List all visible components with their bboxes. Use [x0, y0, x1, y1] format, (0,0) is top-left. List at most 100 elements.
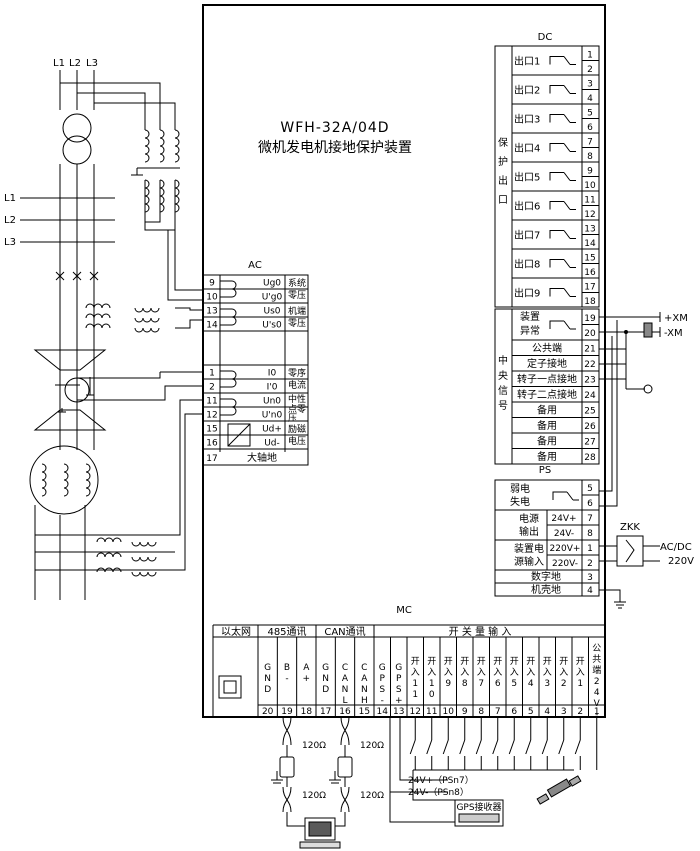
- res-120-label: 120Ω: [302, 741, 326, 751]
- xm-plus-label: +XM: [664, 313, 688, 324]
- mc-terminal-number: 13: [393, 707, 404, 717]
- wire-path: [77, 385, 203, 401]
- mc-col-char: 入: [559, 667, 568, 678]
- relay-contact-icon: [549, 172, 576, 181]
- dc-signal-label: 备用: [537, 435, 557, 448]
- dc-output-label: 出口4: [514, 142, 540, 155]
- wire-path: [335, 812, 346, 827]
- mc-terminal-number: 18: [301, 707, 313, 717]
- vertical-char: 信: [498, 385, 508, 397]
- mc-terminal-number: 11: [426, 707, 437, 717]
- mc-col-char: A: [342, 674, 349, 684]
- ct-coil-icon: [134, 317, 160, 323]
- can-twisted-pair: [340, 716, 350, 746]
- relay-contact-icon: [549, 201, 576, 210]
- res-120-label: 120Ω: [302, 791, 326, 801]
- ac-signal-label: Us0: [263, 307, 280, 317]
- generator-icon: [29, 445, 99, 515]
- mc-col-char: C: [342, 663, 348, 673]
- mc-col-char: 开: [411, 656, 420, 667]
- mc-col-char: 1: [412, 690, 418, 700]
- mc-col-char: 开: [460, 656, 469, 667]
- buzzer-icon: [643, 322, 653, 338]
- rs485-twisted-pair: [282, 716, 292, 746]
- dc-terminal-number: 23: [584, 376, 595, 386]
- mc-col-char: -: [381, 696, 384, 706]
- mc-col-char: 开: [576, 656, 585, 667]
- mc-col-char: S: [396, 685, 402, 695]
- vertical-char: 保: [498, 136, 508, 149]
- pt-coil-icon: [159, 129, 165, 163]
- mc-col-char: 2: [561, 679, 567, 689]
- dc-output-label: 出口6: [514, 200, 540, 213]
- mc-col-char: 开: [493, 656, 502, 667]
- dc-output-label: 出口1: [514, 55, 540, 68]
- neutral-ct-coil-icon: [96, 552, 122, 558]
- mc-485-label: 485通讯: [267, 626, 306, 638]
- mc-col-char: 入: [543, 667, 552, 678]
- device-name: 微机发电机接地保护装置: [258, 139, 412, 156]
- dc-terminal-number: 25: [584, 407, 595, 417]
- mc-col-char: D: [322, 685, 329, 695]
- pt-open-delta-coil-icon: [174, 179, 180, 213]
- ps-row-label: 装置电: [514, 542, 544, 555]
- ac-group-label: 励磁: [288, 423, 306, 435]
- satellite-panel-icon: [536, 793, 550, 805]
- dc-terminal-number: 21: [584, 345, 595, 355]
- ps-voltage-label: 220V+: [550, 544, 581, 554]
- disconnector-icon: [55, 271, 65, 281]
- ps-terminal-block: 弱电失电56电源输出24V+24V-78装置电源输入220V+220V-12数字…: [494, 320, 694, 609]
- relay-contact-icon: [549, 259, 576, 268]
- ac-terminal-number: 17: [206, 454, 217, 464]
- dc-signal-label: 备用: [537, 450, 557, 463]
- pt-tap-wire: [94, 102, 176, 130]
- mc-terminal-number: 3: [561, 707, 567, 717]
- mc-col-char: A: [361, 674, 368, 684]
- psn7-label: 24V+（PSn7）: [408, 775, 474, 786]
- mc-col-char: 共: [592, 654, 601, 665]
- ct-coil-icon: [134, 327, 160, 333]
- ac-signal-label: U's0: [262, 321, 282, 331]
- mc-col-char: 开: [477, 656, 486, 667]
- mc-col-char: +: [395, 696, 403, 706]
- v220-label: 220V: [668, 556, 694, 567]
- ac-terminal-number: 11: [206, 397, 217, 407]
- neutral-ct-coil-icon: [96, 537, 122, 543]
- ac-transducer-icon: [227, 423, 251, 447]
- ps-row-label: 失电: [510, 495, 530, 508]
- dc-terminal-number: 6: [587, 123, 593, 133]
- mc-terminal-number: 7: [495, 707, 501, 717]
- ethernet-port-icon: [218, 675, 242, 699]
- gps-receiver-box: [454, 799, 504, 827]
- ps-voltage-label: 220V-: [552, 559, 578, 569]
- ground-wire: [599, 589, 621, 602]
- mc-terminal-number: 9: [462, 707, 468, 717]
- gps-receiver-label: GPS接收器: [456, 801, 501, 813]
- wire-path: [286, 812, 310, 827]
- computer-keyboard-icon: [299, 841, 341, 849]
- generator-winding-icon: [63, 463, 69, 497]
- mc-col-char: N: [361, 685, 368, 695]
- bi-switch-icon: [525, 739, 532, 755]
- connector-icon: [279, 756, 295, 778]
- wire-path: [77, 372, 161, 379]
- mc-col-char: 入: [411, 667, 420, 678]
- wire-path: [167, 229, 203, 301]
- pt-open-delta-coil-icon: [159, 179, 165, 213]
- mc-col-char: -: [285, 674, 288, 684]
- mc-col-char: 入: [444, 667, 453, 678]
- mc-col-char: 7: [478, 679, 484, 689]
- wire-path: [170, 413, 203, 571]
- mc-col-char: 公: [592, 643, 601, 654]
- ac-group-label: 系统: [288, 277, 306, 289]
- ac-title: AC: [248, 260, 262, 271]
- ps-ground-label: 数字地: [531, 570, 561, 583]
- primary-circuit: L1 L2 L3 L1 L2 L3: [4, 58, 203, 600]
- mc-col-char: 8: [462, 679, 468, 689]
- mc-col-char: P: [380, 674, 386, 684]
- bi-switch-icon: [409, 739, 416, 755]
- ac-terminal-number: 1: [209, 369, 215, 379]
- pt-open-delta-coil-icon: [144, 179, 150, 213]
